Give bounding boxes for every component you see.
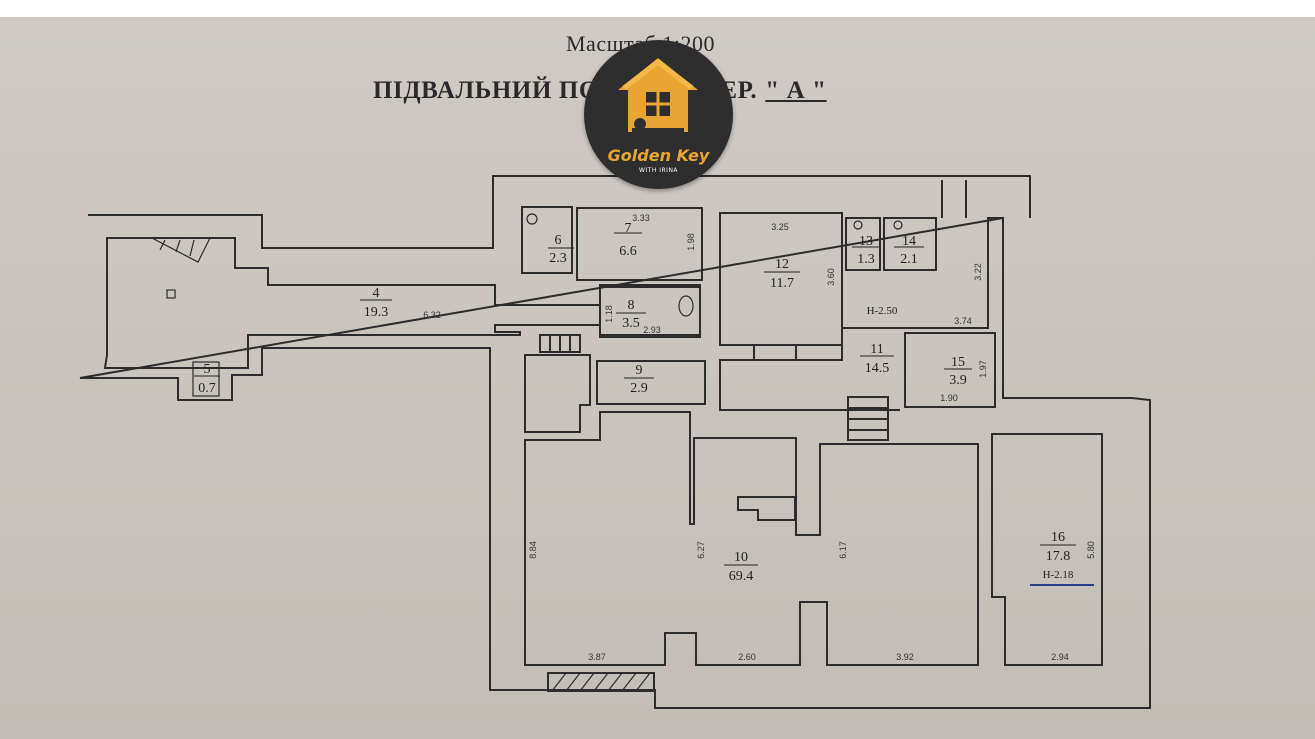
room-5-number: 5 xyxy=(204,362,211,377)
room-6-number: 6 xyxy=(555,233,562,248)
stairs-room-12 xyxy=(753,344,797,361)
room-4-fixture xyxy=(166,289,176,299)
room-9-area: 2.9 xyxy=(630,381,648,396)
room-14-outline xyxy=(883,217,937,271)
dim-r10-right: 6.17 xyxy=(838,541,848,559)
floor-plan-drawing: 4 19.3 5 0.7 6 2.3 7 6.6 8 3.5 9 2.9 10 … xyxy=(79,175,1151,709)
room-7-number: 7 xyxy=(625,221,632,236)
logo-subtitle: WITH IRINA xyxy=(638,167,679,174)
room-9-number: 9 xyxy=(636,363,643,378)
entrance-hatch xyxy=(547,672,655,692)
dim-r8-b: 2.93 xyxy=(643,325,661,335)
dim-r10-left: 8.84 xyxy=(528,541,538,559)
room-10-number: 10 xyxy=(734,550,748,565)
dim-r7-width: 3.33 xyxy=(632,213,650,223)
shaft-ne xyxy=(941,180,967,218)
room-4-number: 4 xyxy=(373,286,380,301)
room-7-outline xyxy=(576,207,703,281)
room-16-area: 17.8 xyxy=(1046,549,1071,564)
room-14-area: 2.1 xyxy=(900,252,918,267)
dim-bottom-1: 3.87 xyxy=(588,652,606,662)
entrance-hatch-lines xyxy=(551,672,651,692)
litera-label: " А " xyxy=(765,77,827,104)
room-14-number: 14 xyxy=(902,234,916,249)
room-9-side-wall xyxy=(524,354,591,433)
wc-fixture-14 xyxy=(893,220,903,230)
stairs-room-8 xyxy=(539,334,581,353)
room-13-area: 1.3 xyxy=(857,252,875,267)
room-8-number: 8 xyxy=(628,298,635,313)
room-10-area: 69.4 xyxy=(729,569,754,584)
west-wing-outer-wall xyxy=(79,175,1151,709)
room-13-number: 13 xyxy=(859,234,873,249)
dim-r10-mid: 6.27 xyxy=(696,541,706,559)
room-5-outline xyxy=(192,361,220,397)
dim-r11-right: 3.22 xyxy=(973,263,983,281)
room-7-area: 6.6 xyxy=(619,244,637,259)
dim-r12-width: 3.25 xyxy=(771,222,789,232)
house-key-icon xyxy=(618,58,698,134)
room-8-outline xyxy=(599,286,701,338)
room-9-outline xyxy=(596,360,706,405)
dim-r11-width: 3.74 xyxy=(954,316,972,326)
stairs-room-4 xyxy=(151,237,211,263)
room-11-number: 11 xyxy=(870,342,883,357)
dim-r8-a: 1.18 xyxy=(604,305,614,323)
dim-bottom-3: 3.92 xyxy=(896,652,914,662)
golden-key-logo: Golden Key WITH IRINA xyxy=(584,40,733,189)
room-6-outline xyxy=(521,206,573,274)
wc-fixture-6 xyxy=(526,213,538,225)
room-16-number: 16 xyxy=(1051,530,1065,545)
stairs-room-11 xyxy=(847,396,889,441)
room-16-outline xyxy=(991,433,1103,666)
room-4-area: 19.3 xyxy=(364,305,389,320)
dim-r15-depth: 1.97 xyxy=(978,360,988,378)
dim-r4-length: 6.32 xyxy=(423,310,441,320)
room-15-area: 3.9 xyxy=(949,373,967,388)
room-5-area: 0.7 xyxy=(198,381,216,396)
height-label-room-16: Н-2.18 xyxy=(1043,569,1074,581)
room-6-area: 2.3 xyxy=(549,251,567,266)
room-label-lines xyxy=(194,232,1076,566)
room-10-outline xyxy=(524,411,979,666)
room-10-pillar xyxy=(737,496,796,521)
dim-bottom-2: 2.60 xyxy=(738,652,756,662)
height-label-rooms-11-12: Н-2.50 xyxy=(867,305,898,317)
room-12-number: 12 xyxy=(775,257,789,272)
room-13-outline xyxy=(845,217,881,271)
floor-plan-sheet: Масштаб 1:200 ПІДВАЛЬНИЙ ПОВЕРХ ЛІТЕР." … xyxy=(0,17,1315,739)
dim-r16-depth: 5.80 xyxy=(1086,541,1096,559)
room-11-area: 14.5 xyxy=(865,361,890,376)
dim-r12-depth: 3.60 xyxy=(826,268,836,286)
room-12-area: 11.7 xyxy=(770,276,794,291)
room-11-outline xyxy=(719,217,1003,411)
room-15-outline xyxy=(904,332,996,408)
dim-r15-width: 1.90 xyxy=(940,393,958,403)
wc-fixture-13 xyxy=(853,220,863,230)
dim-r7-depth: 1.98 xyxy=(686,233,696,251)
room-8-area: 3.5 xyxy=(622,316,640,331)
room-15-number: 15 xyxy=(951,355,965,370)
logo-name: Golden Key xyxy=(607,146,710,165)
sink-fixture-8 xyxy=(678,295,694,317)
dim-bottom-4: 2.94 xyxy=(1051,652,1069,662)
